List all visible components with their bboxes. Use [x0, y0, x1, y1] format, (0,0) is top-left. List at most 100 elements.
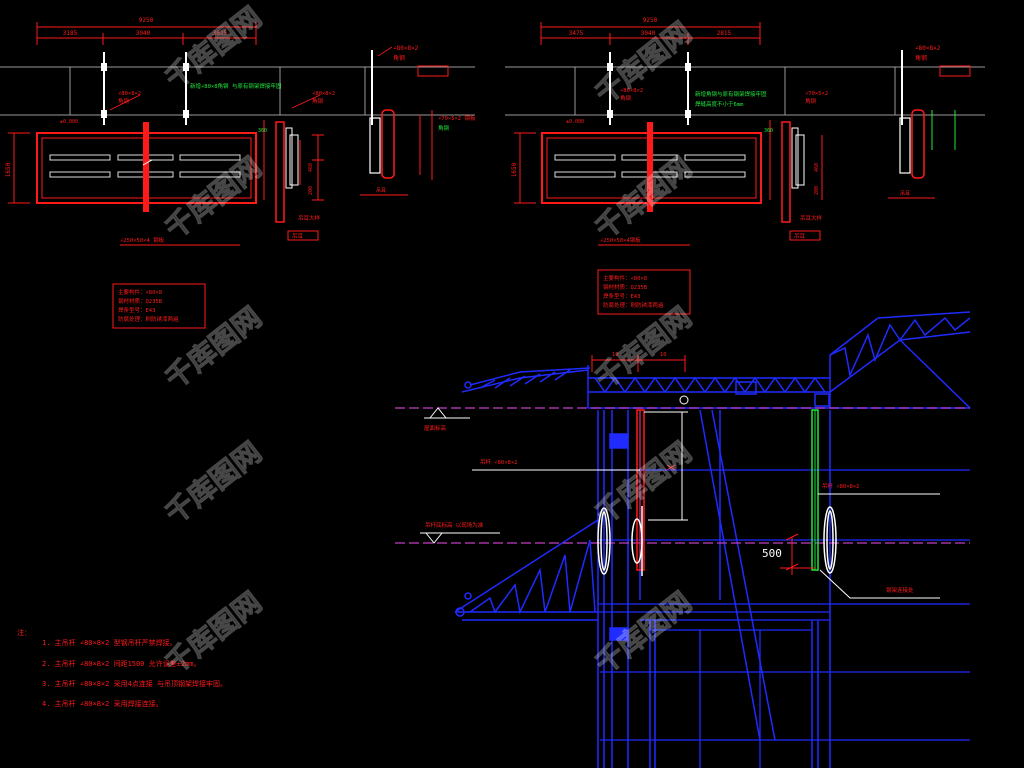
spec-left-line-1: 主要构件：∠80×8	[118, 288, 162, 296]
dim-part-left-1: 3185	[63, 30, 78, 37]
detail-left: 9250 3185 3040 3025 新增∠80×8角钢 与原有钢架焊接牢固 …	[0, 17, 476, 246]
callout-green-1-right: 新增角钢与原有钢架焊接牢固	[695, 90, 767, 98]
hanger-bolts-right	[607, 63, 691, 118]
leader	[291, 94, 321, 109]
note-3: 3. 主吊杆 ∠80×8×2 采用4点连接 与吊顶钢架焊接牢固。	[42, 679, 227, 688]
watermark-5: 千库图网	[159, 301, 268, 396]
watermark-1: 千库图网	[159, 1, 268, 96]
spec-left-line-4: 防腐处理：刷防锈漆两遍	[118, 315, 179, 323]
note-1: 1. 主吊杆 ∠80×8×2 型钢吊杆严禁焊接。	[42, 638, 177, 647]
svg-text:吊耳: 吊耳	[376, 188, 386, 194]
panel-height-dim-left	[8, 132, 30, 204]
note-4: 4. 主吊杆 ∠80×8×2 采用焊接连接。	[42, 699, 163, 708]
svg-text:吊耳: 吊耳	[900, 191, 910, 197]
callout-mid-left: ∠80×8×2	[118, 91, 141, 97]
columns	[597, 409, 831, 768]
small-label-right-2: 吊耳	[794, 233, 806, 240]
side-callout-right-sub: 角钢	[805, 97, 817, 105]
watermark-7: 千库图网	[159, 436, 268, 531]
callout-green-2-left: ∠80×8×2	[312, 91, 335, 97]
lamp-right	[823, 506, 837, 574]
callout-mid-right: ∠80×8×2	[620, 88, 643, 94]
side-dim-left-2: 460	[308, 163, 314, 172]
callout-green-2-left-sub: 角钢	[312, 97, 324, 105]
watermark-6: 千库图网	[589, 301, 698, 396]
leader	[109, 94, 141, 111]
hanger-bolts-left	[101, 63, 189, 118]
panel-left	[36, 122, 257, 212]
small-label-left-1: 吊耳大样	[298, 214, 321, 222]
small-label-right-1: 吊耳大样	[800, 214, 823, 222]
side-dim-left-3: 200	[308, 186, 314, 195]
spec-right-line-3: 焊条型号：E43	[603, 292, 640, 300]
section-callout-bottom-right: 钢架连接处	[886, 586, 914, 594]
dim-part-left-3: 3025	[213, 30, 228, 37]
callout-top-right-left-sub: 角钢	[393, 54, 405, 62]
section-callout-right: 吊杆 ∠80×8×2	[822, 482, 860, 490]
section-hanger-red	[636, 395, 689, 571]
lug-detail-left	[263, 120, 324, 223]
small-label-left-2: 吊耳	[292, 233, 304, 240]
dim-total-right: 9250	[643, 17, 658, 24]
roof-truss	[461, 311, 971, 409]
dim-part-right-2: 3040	[641, 30, 656, 37]
dimension-chain-left	[36, 22, 257, 45]
dim-total-left: 9250	[139, 17, 154, 24]
dim-part-right-3: 2815	[717, 30, 732, 37]
spec-right-line-4: 防腐处理：刷防锈漆两遍	[603, 301, 664, 309]
callout-top-right-right-sub: 角钢	[915, 54, 927, 62]
section-callout-1: 吊杆 ∠80×8×2	[480, 458, 518, 466]
side-dim-right-3: 200	[814, 186, 820, 195]
lug-right-left: 吊耳	[360, 109, 433, 196]
callout-top-right-left: ∠80×8×2	[393, 45, 419, 52]
level-marker-top	[424, 407, 470, 419]
section-hanger-green	[811, 409, 819, 571]
dim-500	[780, 533, 815, 575]
level-left: ±0.000	[60, 119, 78, 125]
side-callout-left-sub: 角钢	[438, 124, 450, 132]
dim-part-right-1: 3475	[569, 30, 584, 37]
dim-500-label: 500	[762, 547, 782, 560]
beam-right	[505, 66, 985, 116]
level-marker-mid	[420, 532, 500, 544]
panel-height-right: 1650	[511, 162, 518, 177]
panel-height-dim-right	[514, 132, 536, 204]
section-dim-top-2: 10	[660, 352, 667, 358]
tag-box	[789, 230, 821, 241]
canopy	[454, 433, 629, 641]
spec-box-left: 主要构件：∠80×8 钢材材质：Q235B 焊条型号：E43 防腐处理：刷防锈漆…	[112, 283, 206, 329]
watermark-9: 千库图网	[159, 586, 268, 681]
note-2: 2. 主吊杆 ∠80×8×2 间距1500 允许误差±2mm。	[42, 659, 201, 668]
section-level-top-label: 屋面标高	[424, 424, 447, 432]
side-dim-left-1: 360	[258, 128, 267, 134]
side-dim-right-1: 360	[764, 128, 773, 134]
spec-left-line-3: 焊条型号：E43	[118, 306, 155, 314]
side-dim-right-2: 460	[814, 163, 820, 172]
spec-box-right: 主要构件：∠80×8 钢材材质：Q235B 焊条型号：E43 防腐处理：刷防锈漆…	[597, 269, 691, 315]
floors	[598, 469, 970, 768]
notes: 注： 1. 主吊杆 ∠80×8×2 型钢吊杆严禁焊接。 2. 主吊杆 ∠80×8…	[17, 628, 227, 708]
tag-box	[417, 65, 449, 77]
section-callout-2: 吊杆底标高 以现场为准	[425, 521, 484, 529]
callout-leader	[819, 569, 940, 599]
notes-title: 注：	[17, 628, 31, 637]
side-callout-left: ∠70×5×2 钢板	[438, 114, 476, 122]
callout-top-right-right: ∠80×8×2	[915, 45, 941, 52]
dim-part-left-2: 3040	[136, 30, 151, 37]
bottom-label-left: ∠250×50×4 钢板	[120, 236, 165, 244]
tag-box	[287, 230, 319, 241]
dimension-chain-right	[540, 22, 761, 45]
panel-height-left: 1650	[5, 162, 12, 177]
bottom-label-right: ∠250×50×4钢板	[600, 236, 641, 244]
spec-right-line-2: 钢材材质：Q235B	[603, 283, 648, 291]
section-dim-top	[591, 355, 686, 372]
panel-right	[541, 122, 762, 212]
callout-green-2-right: 焊缝高度不小于6mm	[695, 100, 744, 108]
side-callout-right: ∠70×5×2	[805, 91, 828, 97]
tag-box	[939, 65, 971, 77]
callout-mid-left-sub: 角钢	[118, 97, 130, 105]
section-dim-top-1: 10	[612, 352, 619, 358]
level-right: ±0.000	[566, 119, 584, 125]
spec-right-line-1: 主要构件：∠80×8	[603, 274, 647, 282]
